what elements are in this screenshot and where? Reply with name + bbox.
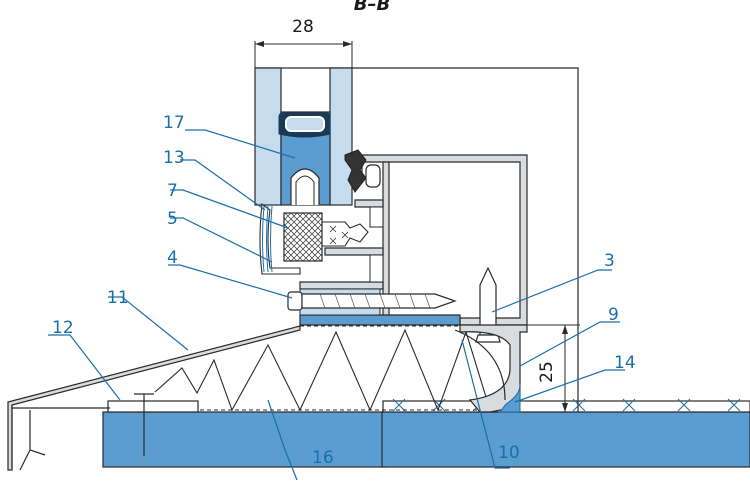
dimension-25: 25 bbox=[527, 324, 580, 413]
callout-10: 10 bbox=[498, 443, 520, 463]
callout-leaders bbox=[48, 129, 625, 481]
dimension-25-label: 25 bbox=[537, 361, 557, 383]
callout-4: 4 bbox=[167, 248, 178, 268]
frame-outline bbox=[255, 67, 579, 412]
sill-drip bbox=[11, 405, 46, 471]
floor-slab-left bbox=[102, 411, 386, 468]
outer-board bbox=[107, 400, 199, 413]
floor-slab-right bbox=[381, 411, 750, 468]
fixing-screw bbox=[287, 291, 457, 311]
dimension-28: 28 bbox=[254, 17, 353, 68]
bottom-sill-profile bbox=[454, 324, 528, 413]
section-title: B–B bbox=[354, 0, 390, 15]
anchor-pin bbox=[134, 393, 154, 456]
dimension-28-label: 28 bbox=[292, 17, 314, 37]
callout-7: 7 bbox=[167, 181, 178, 201]
callout-11: 11 bbox=[107, 288, 129, 308]
callout-3: 3 bbox=[604, 251, 615, 271]
glazing-bead bbox=[259, 202, 369, 275]
callout-17: 17 bbox=[163, 113, 185, 133]
insulation-dashed-boundary bbox=[200, 325, 490, 411]
insulation-zigzag bbox=[154, 328, 491, 412]
insulating-glass-unit bbox=[254, 67, 353, 206]
anchor-screw bbox=[475, 266, 501, 343]
callout-14: 14 bbox=[614, 353, 636, 373]
callout-9: 9 bbox=[608, 305, 619, 325]
callout-12: 12 bbox=[52, 318, 74, 338]
callout-16: 16 bbox=[312, 448, 334, 468]
drainage-slope bbox=[454, 329, 506, 401]
callout-13: 13 bbox=[163, 148, 185, 168]
callout-5: 5 bbox=[167, 209, 178, 229]
